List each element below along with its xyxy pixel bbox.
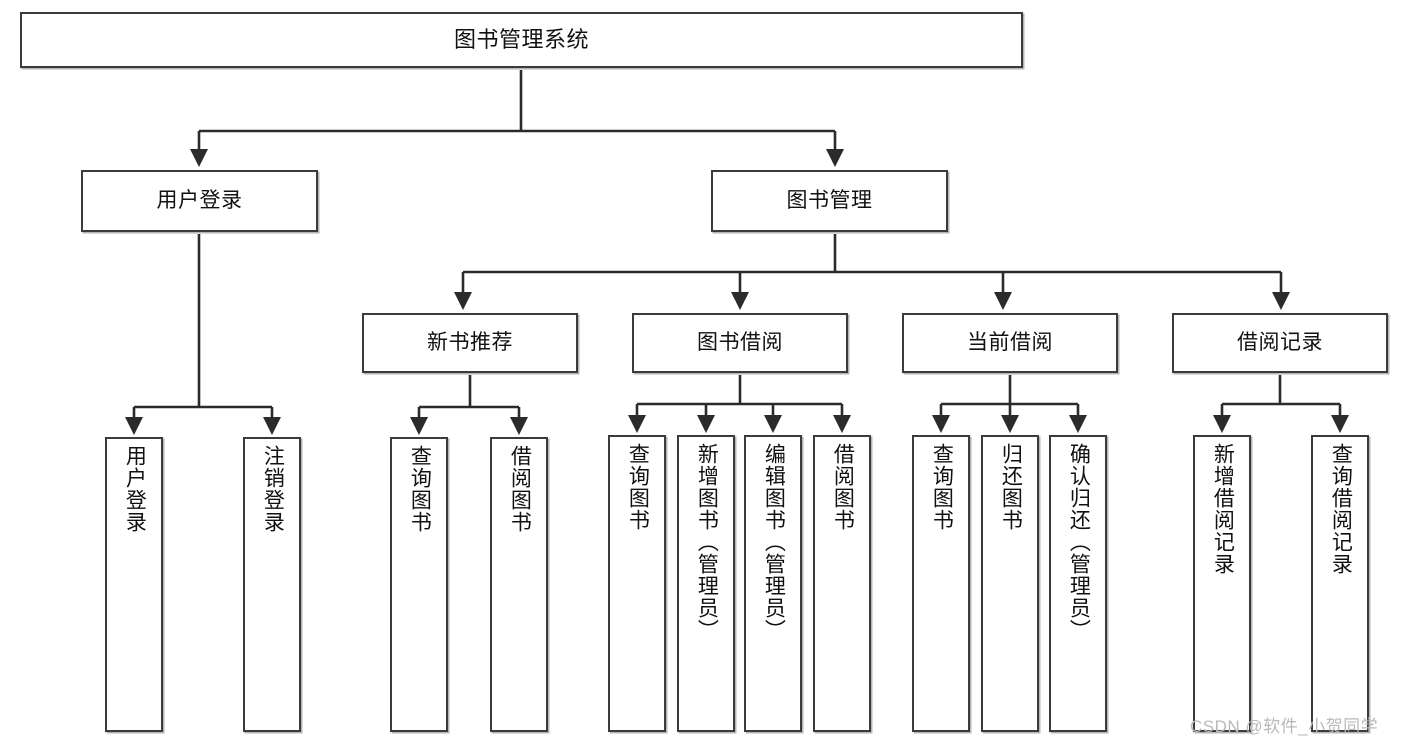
leaf-borrow-add-book-admin[interactable]: 新增图书（管理员） (677, 435, 735, 732)
node-label: 查询图书 (408, 445, 432, 533)
leaf-borrow-query-book[interactable]: 查询图书 (608, 435, 666, 732)
node-label: 确认归还（管理员） (1067, 443, 1091, 641)
leaf-recommend-query-book[interactable]: 查询图书 (390, 437, 448, 732)
node-user-login[interactable]: 用户登录 (81, 170, 318, 232)
leaf-current-query-book[interactable]: 查询图书 (912, 435, 970, 732)
leaf-borrow-edit-book-admin[interactable]: 编辑图书（管理员） (744, 435, 802, 732)
node-label: 图书管理 (786, 188, 873, 212)
node-label: 编辑图书（管理员） (762, 443, 786, 641)
leaf-user-logout[interactable]: 注销登录 (243, 437, 301, 732)
node-label: 查询图书 (930, 443, 954, 531)
leaf-user-login[interactable]: 用户登录 (105, 437, 163, 732)
node-new-book-recommend[interactable]: 新书推荐 (362, 313, 578, 373)
node-label: 查询借阅记录 (1329, 443, 1353, 575)
leaf-current-return-book[interactable]: 归还图书 (981, 435, 1039, 732)
leaf-recommend-borrow-book[interactable]: 借阅图书 (490, 437, 548, 732)
node-label: 用户登录 (123, 445, 147, 533)
leaf-record-query-record[interactable]: 查询借阅记录 (1311, 435, 1369, 732)
node-label: 新增借阅记录 (1211, 443, 1235, 575)
node-label: 归还图书 (999, 443, 1023, 531)
node-label: 用户登录 (156, 188, 243, 212)
leaf-record-add-record[interactable]: 新增借阅记录 (1193, 435, 1251, 732)
node-label: 图书管理系统 (453, 27, 589, 53)
node-current-borrow[interactable]: 当前借阅 (902, 313, 1118, 373)
node-label: 借阅记录 (1237, 330, 1323, 354)
leaf-borrow-borrow-book[interactable]: 借阅图书 (813, 435, 871, 732)
node-label: 查询图书 (626, 443, 650, 531)
node-label: 新书推荐 (427, 330, 513, 354)
node-root-system[interactable]: 图书管理系统 (20, 12, 1023, 68)
node-borrow-record[interactable]: 借阅记录 (1172, 313, 1388, 373)
node-label: 新增图书（管理员） (695, 443, 719, 641)
node-label: 图书借阅 (697, 330, 783, 354)
node-book-borrow[interactable]: 图书借阅 (632, 313, 848, 373)
node-label: 借阅图书 (831, 443, 855, 531)
leaf-current-confirm-return-admin[interactable]: 确认归还（管理员） (1049, 435, 1107, 732)
node-label: 当前借阅 (967, 330, 1053, 354)
node-book-management[interactable]: 图书管理 (711, 170, 948, 232)
node-label: 注销登录 (261, 445, 285, 533)
csdn-watermark: CSDN @软件_小贺同学 (1190, 717, 1379, 736)
node-label: 借阅图书 (508, 445, 532, 533)
